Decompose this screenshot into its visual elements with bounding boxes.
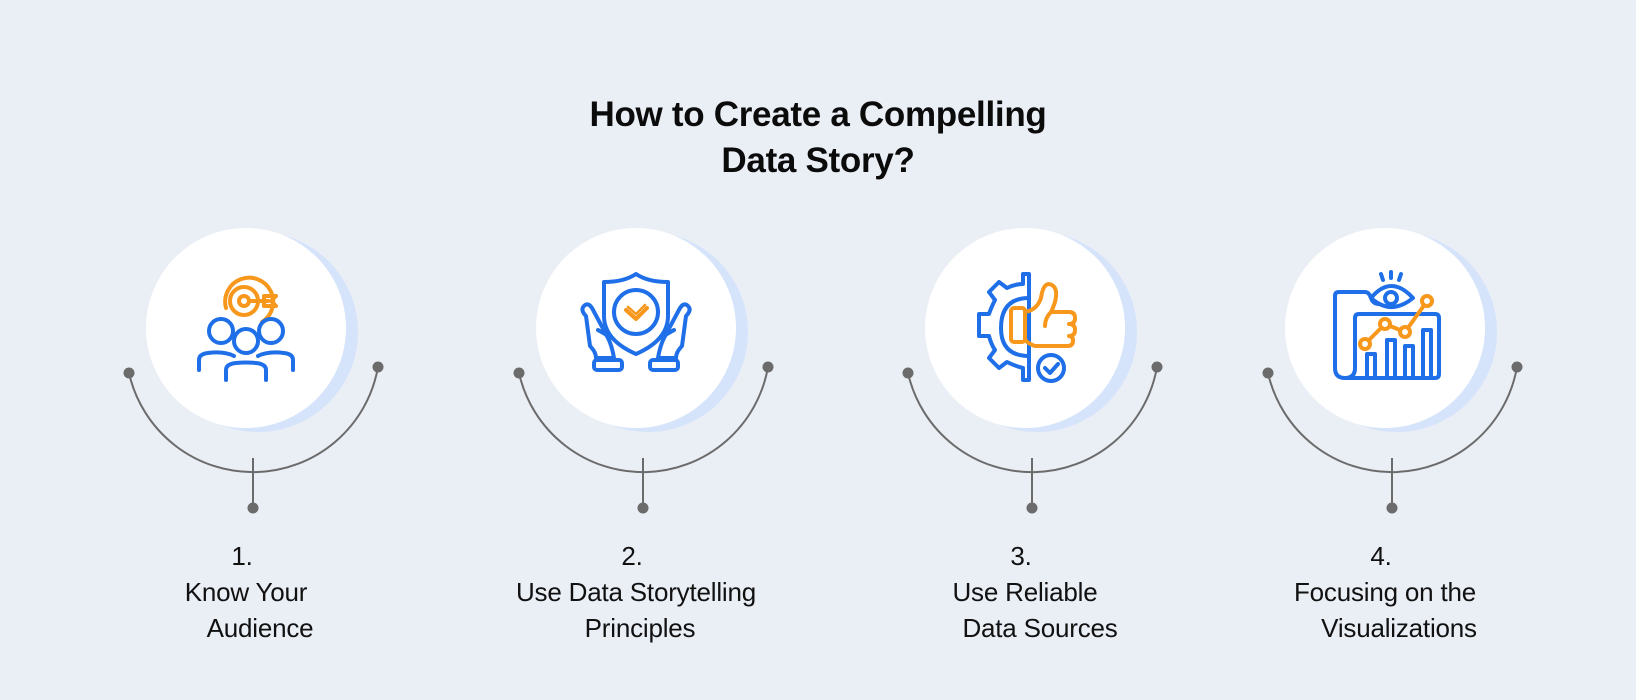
step-label: 3. Use Reliable Data Sources: [825, 538, 1225, 646]
icon-circle: [1285, 228, 1485, 428]
shield-hands-icon: [580, 272, 692, 372]
step-title-line-1: Know Your: [184, 577, 308, 607]
step-label: 1. Know Your Audience: [46, 538, 446, 646]
step-title-line-2: Visualizations: [1321, 613, 1477, 643]
audience-target-icon: [197, 275, 295, 382]
gear-thumbs-up-icon: [977, 272, 1077, 383]
step-title-line-2: Audience: [206, 613, 314, 643]
step-title-line-1: Use Data Storytelling: [515, 577, 757, 607]
step-title-line-2: Principles: [584, 613, 696, 643]
folder-eye-chart-icon: [1333, 270, 1441, 380]
step-title-line-2: Data Sources: [962, 613, 1118, 643]
icon-circle: [536, 228, 736, 428]
step-number: 2.: [621, 541, 643, 571]
step-number: 3.: [1010, 541, 1032, 571]
title-line-2: Data Story?: [721, 141, 915, 180]
step-label: 2. Use Data Storytelling Principles: [436, 538, 836, 646]
step-2: 2. Use Data Storytelling Principles: [436, 0, 836, 700]
step-title-line-1: Focusing on the: [1293, 577, 1476, 607]
step-label: 4. Focusing on the Visualizations: [1185, 538, 1585, 646]
step-number: 4.: [1370, 541, 1392, 571]
step-3: 3. Use Reliable Data Sources: [825, 0, 1225, 700]
step-1: 1. Know Your Audience: [46, 0, 446, 700]
step-title-line-1: Use Reliable: [952, 577, 1098, 607]
step-number: 1.: [231, 541, 253, 571]
title-line-1: How to Create a Compelling: [589, 95, 1047, 134]
icon-circle: [925, 228, 1125, 428]
icon-circle: [146, 228, 346, 428]
step-4: 4. Focusing on the Visualizations: [1185, 0, 1585, 700]
page-title: How to Create a Compelling Data Story?: [0, 92, 1636, 184]
